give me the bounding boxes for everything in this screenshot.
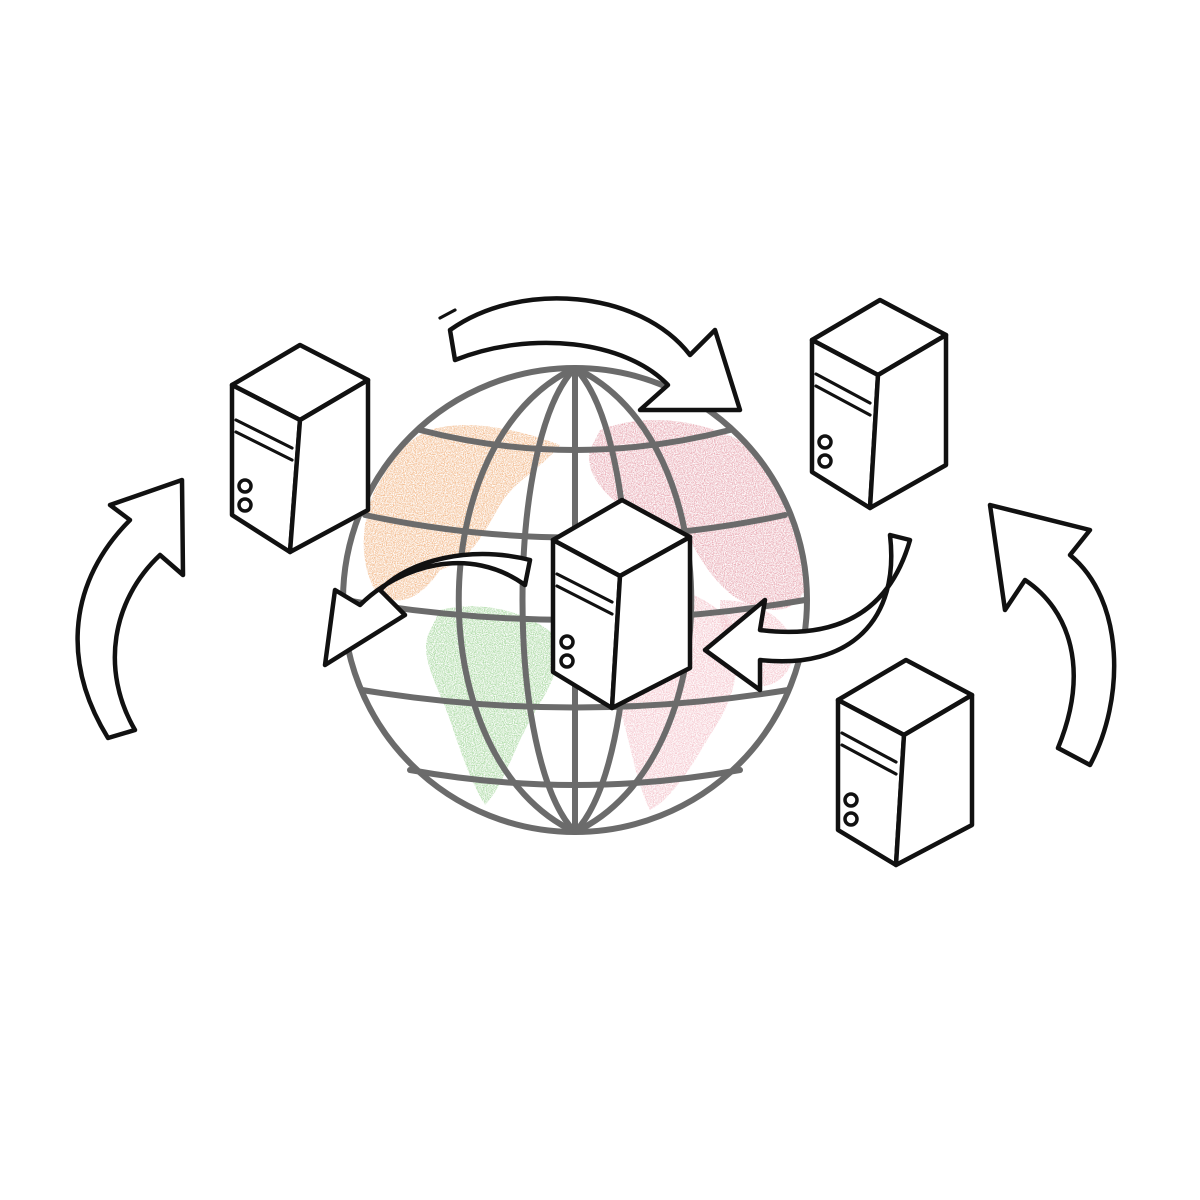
server-icon bbox=[550, 497, 693, 711]
server-icon bbox=[835, 657, 975, 868]
curved-arrow-icon bbox=[322, 551, 533, 668]
continent-eurasia bbox=[589, 420, 807, 610]
curved-arrow-icon bbox=[75, 477, 186, 741]
curved-arrow-icon bbox=[987, 502, 1117, 768]
curved-arrow-icon bbox=[702, 532, 913, 693]
server-icon bbox=[809, 297, 949, 511]
arrows bbox=[75, 296, 1117, 768]
continent-north-america bbox=[363, 425, 560, 601]
server-icon bbox=[229, 342, 371, 555]
curved-arrow-icon bbox=[438, 296, 743, 413]
